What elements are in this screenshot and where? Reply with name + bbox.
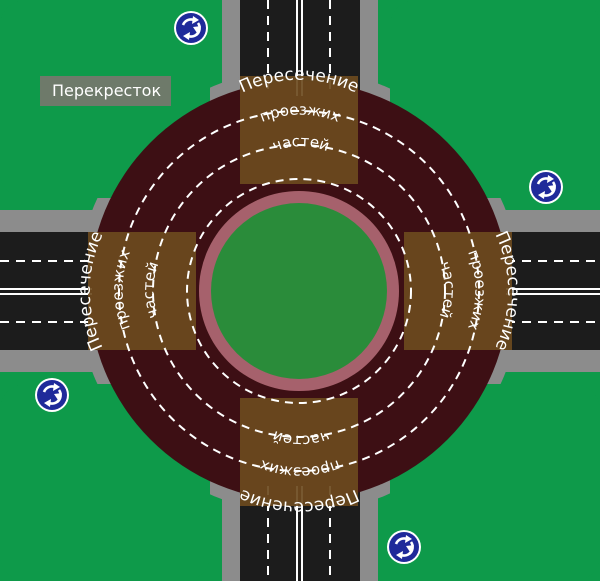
svg-text:частей: частей — [436, 259, 459, 321]
zone-left-line-3: частей — [139, 259, 162, 321]
ring-dashes — [118, 110, 480, 472]
svg-text:частей: частей — [139, 259, 162, 321]
zone-bottom-line-3: частей — [270, 427, 332, 450]
zone-label-left: Пересечение проезжих частей — [75, 228, 162, 354]
roundabout-sign — [174, 11, 208, 45]
zone-right-line-3: частей — [436, 259, 459, 321]
crossing-zone-left — [88, 232, 196, 350]
crossing-zone-top — [240, 76, 358, 184]
intersection-label: Перекресток — [40, 76, 172, 106]
svg-text:частей: частей — [270, 132, 332, 155]
zone-top-line-3: частей — [270, 132, 332, 155]
central-island — [211, 203, 387, 379]
crossing-zone-right — [404, 232, 512, 350]
svg-text:частей: частей — [270, 427, 332, 450]
crossing-zone-bottom — [240, 398, 358, 506]
roundabout-sign — [529, 170, 563, 204]
roundabout-sign — [35, 378, 69, 412]
roundabout-sign — [387, 530, 421, 564]
crossing-zones — [88, 76, 512, 506]
zone-label-top: Пересечение проезжих частей — [236, 65, 362, 155]
